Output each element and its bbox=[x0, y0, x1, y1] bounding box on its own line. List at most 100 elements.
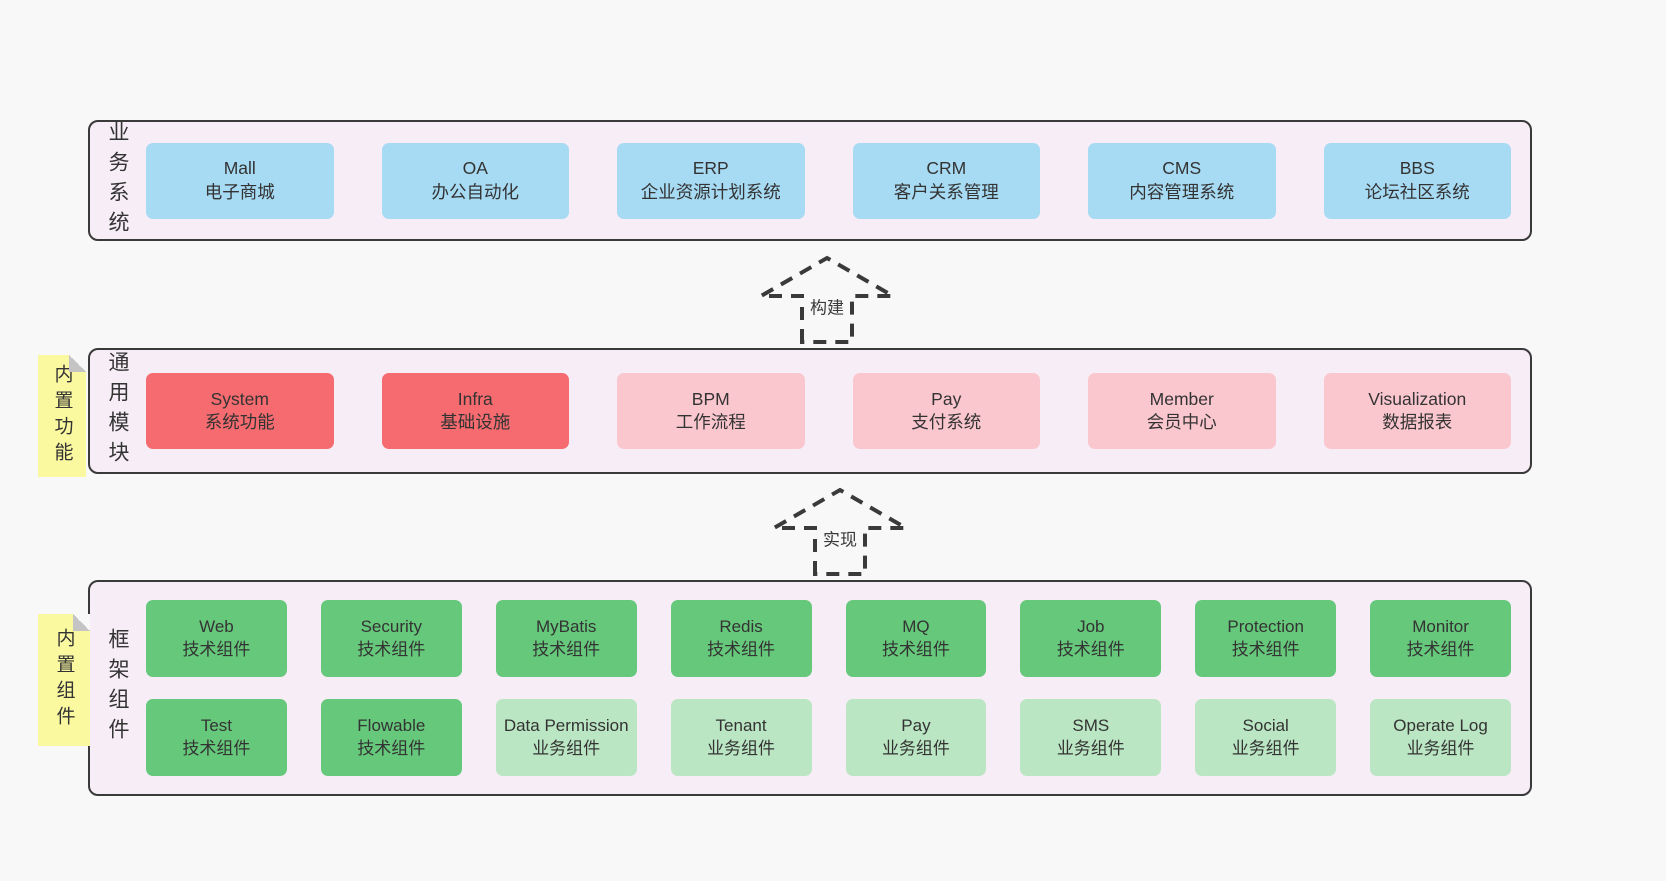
layer-label-modules: 通用模块 bbox=[90, 350, 144, 472]
layer-business-systems: 业务系统 Mall 电子商城 OA 办公自动化 ERP 企业资源计划系统 CRM bbox=[88, 120, 1532, 241]
dashed-up-arrow-icon bbox=[766, 487, 914, 576]
box-zh-label: 技术组件 bbox=[707, 639, 776, 659]
box-en-label: Social bbox=[1242, 716, 1289, 736]
component-boxes: Web 技术组件 Security 技术组件 MyBatis 技术组件 Redi… bbox=[144, 582, 1530, 794]
layer-label-text: 业务系统 bbox=[106, 120, 129, 241]
box-en-label: Test bbox=[200, 716, 233, 736]
box-zh-label: 支付系统 bbox=[911, 412, 982, 432]
box-en-label: Security bbox=[360, 617, 423, 637]
box-bpm: BPM 工作流程 bbox=[617, 373, 805, 449]
box-protection: Protection 技术组件 bbox=[1195, 600, 1337, 677]
component-box-row-2: Test 技术组件 Flowable 技术组件 Data Permission … bbox=[146, 699, 1511, 776]
box-security: Security 技术组件 bbox=[320, 600, 462, 677]
layer-label-business: 业务系统 bbox=[90, 120, 144, 241]
box-mq: MQ 技术组件 bbox=[845, 600, 987, 677]
box-en-label: CMS bbox=[1162, 158, 1202, 179]
box-en-label: BPM bbox=[691, 388, 730, 409]
box-mall: Mall 电子商城 bbox=[146, 142, 334, 219]
box-en-label: Pay bbox=[901, 716, 931, 736]
box-en-label: Redis bbox=[719, 617, 763, 637]
box-zh-label: 数据报表 bbox=[1382, 412, 1453, 432]
box-zh-label: 业务组件 bbox=[1231, 738, 1300, 758]
layer-framework-components: 框架组件 Web 技术组件 Security 技术组件 MyBatis 技术组件… bbox=[88, 580, 1532, 796]
box-social: Social 业务组件 bbox=[1195, 699, 1337, 776]
box-en-label: MQ bbox=[902, 617, 930, 637]
box-zh-label: 业务组件 bbox=[532, 738, 601, 758]
module-box-row: System 系统功能 Infra 基础设施 BPM 工作流程 Pay 支付系统… bbox=[146, 373, 1511, 449]
box-tenant: Tenant 业务组件 bbox=[670, 699, 812, 776]
box-pay: Pay 支付系统 bbox=[852, 373, 1040, 449]
box-zh-label: 技术组件 bbox=[357, 738, 426, 758]
box-operate-log: Operate Log 业务组件 bbox=[1370, 699, 1511, 776]
box-job: Job 技术组件 bbox=[1020, 600, 1162, 677]
sticky-text: 内置组件 bbox=[53, 628, 75, 732]
box-zh-label: 技术组件 bbox=[532, 639, 601, 659]
box-erp: ERP 企业资源计划系统 bbox=[617, 142, 805, 219]
folded-corner-icon bbox=[69, 355, 86, 372]
box-data-permission: Data Permission 业务组件 bbox=[495, 699, 637, 776]
layer-label-components: 框架组件 bbox=[90, 582, 144, 794]
box-en-label: Member bbox=[1149, 388, 1214, 409]
box-en-label: ERP bbox=[692, 158, 729, 179]
box-zh-label: 办公自动化 bbox=[431, 181, 520, 202]
box-member: Member 会员中心 bbox=[1088, 373, 1276, 449]
box-en-label: MyBatis bbox=[535, 617, 597, 637]
box-zh-label: 客户关系管理 bbox=[893, 181, 999, 202]
folded-corner-icon bbox=[73, 614, 90, 631]
box-oa: OA 办公自动化 bbox=[381, 142, 569, 219]
box-bbs: BBS 论坛社区系统 bbox=[1323, 142, 1511, 219]
box-zh-label: 技术组件 bbox=[1056, 639, 1125, 659]
box-en-label: CRM bbox=[926, 158, 967, 179]
box-crm: CRM 客户关系管理 bbox=[852, 142, 1040, 219]
box-redis: Redis 技术组件 bbox=[670, 600, 812, 677]
box-zh-label: 电子商城 bbox=[204, 181, 275, 202]
sticky-note-builtin-components: 内置组件 bbox=[38, 614, 90, 746]
layer-label-text: 通用模块 bbox=[106, 351, 129, 471]
box-visualization: Visualization 数据报表 bbox=[1323, 373, 1511, 449]
layer-label-text: 框架组件 bbox=[106, 628, 129, 748]
box-en-label: Mall bbox=[223, 158, 256, 179]
box-en-label: Operate Log bbox=[1393, 716, 1488, 736]
box-zh-label: 业务组件 bbox=[707, 738, 776, 758]
box-zh-label: 技术组件 bbox=[357, 639, 426, 659]
box-zh-label: 论坛社区系统 bbox=[1364, 181, 1470, 202]
box-en-label: System bbox=[210, 388, 269, 409]
box-web: Web 技术组件 bbox=[146, 600, 287, 677]
arrow-build-label: 构建 bbox=[807, 292, 847, 320]
box-en-label: Tenant bbox=[715, 716, 767, 736]
arrow-build: 构建 bbox=[753, 255, 901, 344]
box-flowable: Flowable 技术组件 bbox=[320, 699, 462, 776]
box-infra: Infra 基础设施 bbox=[381, 373, 569, 449]
box-en-label: OA bbox=[462, 158, 488, 179]
box-zh-label: 技术组件 bbox=[182, 639, 251, 659]
box-en-label: Flowable bbox=[357, 716, 426, 736]
dashed-up-arrow-icon bbox=[753, 255, 901, 344]
box-mybatis: MyBatis 技术组件 bbox=[495, 600, 637, 677]
box-zh-label: 技术组件 bbox=[1406, 639, 1475, 659]
business-boxes: Mall 电子商城 OA 办公自动化 ERP 企业资源计划系统 CRM 客户关系… bbox=[144, 122, 1530, 239]
box-zh-label: 工作流程 bbox=[675, 412, 746, 432]
box-monitor: Monitor 技术组件 bbox=[1370, 600, 1511, 677]
box-zh-label: 系统功能 bbox=[204, 412, 275, 432]
arrow-implement-label: 实现 bbox=[820, 524, 860, 552]
arrow-implement: 实现 bbox=[766, 487, 914, 576]
box-en-label: Infra bbox=[457, 388, 493, 409]
box-zh-label: 技术组件 bbox=[881, 639, 950, 659]
box-en-label: Monitor bbox=[1412, 617, 1469, 637]
box-en-label: Visualization bbox=[1368, 388, 1467, 409]
box-zh-label: 技术组件 bbox=[1231, 639, 1300, 659]
box-system: System 系统功能 bbox=[146, 373, 334, 449]
box-zh-label: 企业资源计划系统 bbox=[640, 181, 781, 202]
sticky-note-builtin-features: 内置功能 bbox=[38, 355, 86, 477]
box-zh-label: 业务组件 bbox=[881, 738, 950, 758]
component-box-row-1: Web 技术组件 Security 技术组件 MyBatis 技术组件 Redi… bbox=[146, 600, 1511, 677]
box-sms: SMS 业务组件 bbox=[1020, 699, 1162, 776]
box-zh-label: 基础设施 bbox=[440, 412, 511, 432]
box-en-label: Data Permission bbox=[503, 716, 629, 736]
box-en-label: Pay bbox=[931, 388, 962, 409]
layer-common-modules: 通用模块 System 系统功能 Infra 基础设施 BPM 工作流程 Pay bbox=[88, 348, 1532, 474]
box-pay-biz: Pay 业务组件 bbox=[845, 699, 987, 776]
box-en-label: BBS bbox=[1399, 158, 1435, 179]
box-zh-label: 业务组件 bbox=[1056, 738, 1125, 758]
box-en-label: Web bbox=[199, 617, 234, 637]
